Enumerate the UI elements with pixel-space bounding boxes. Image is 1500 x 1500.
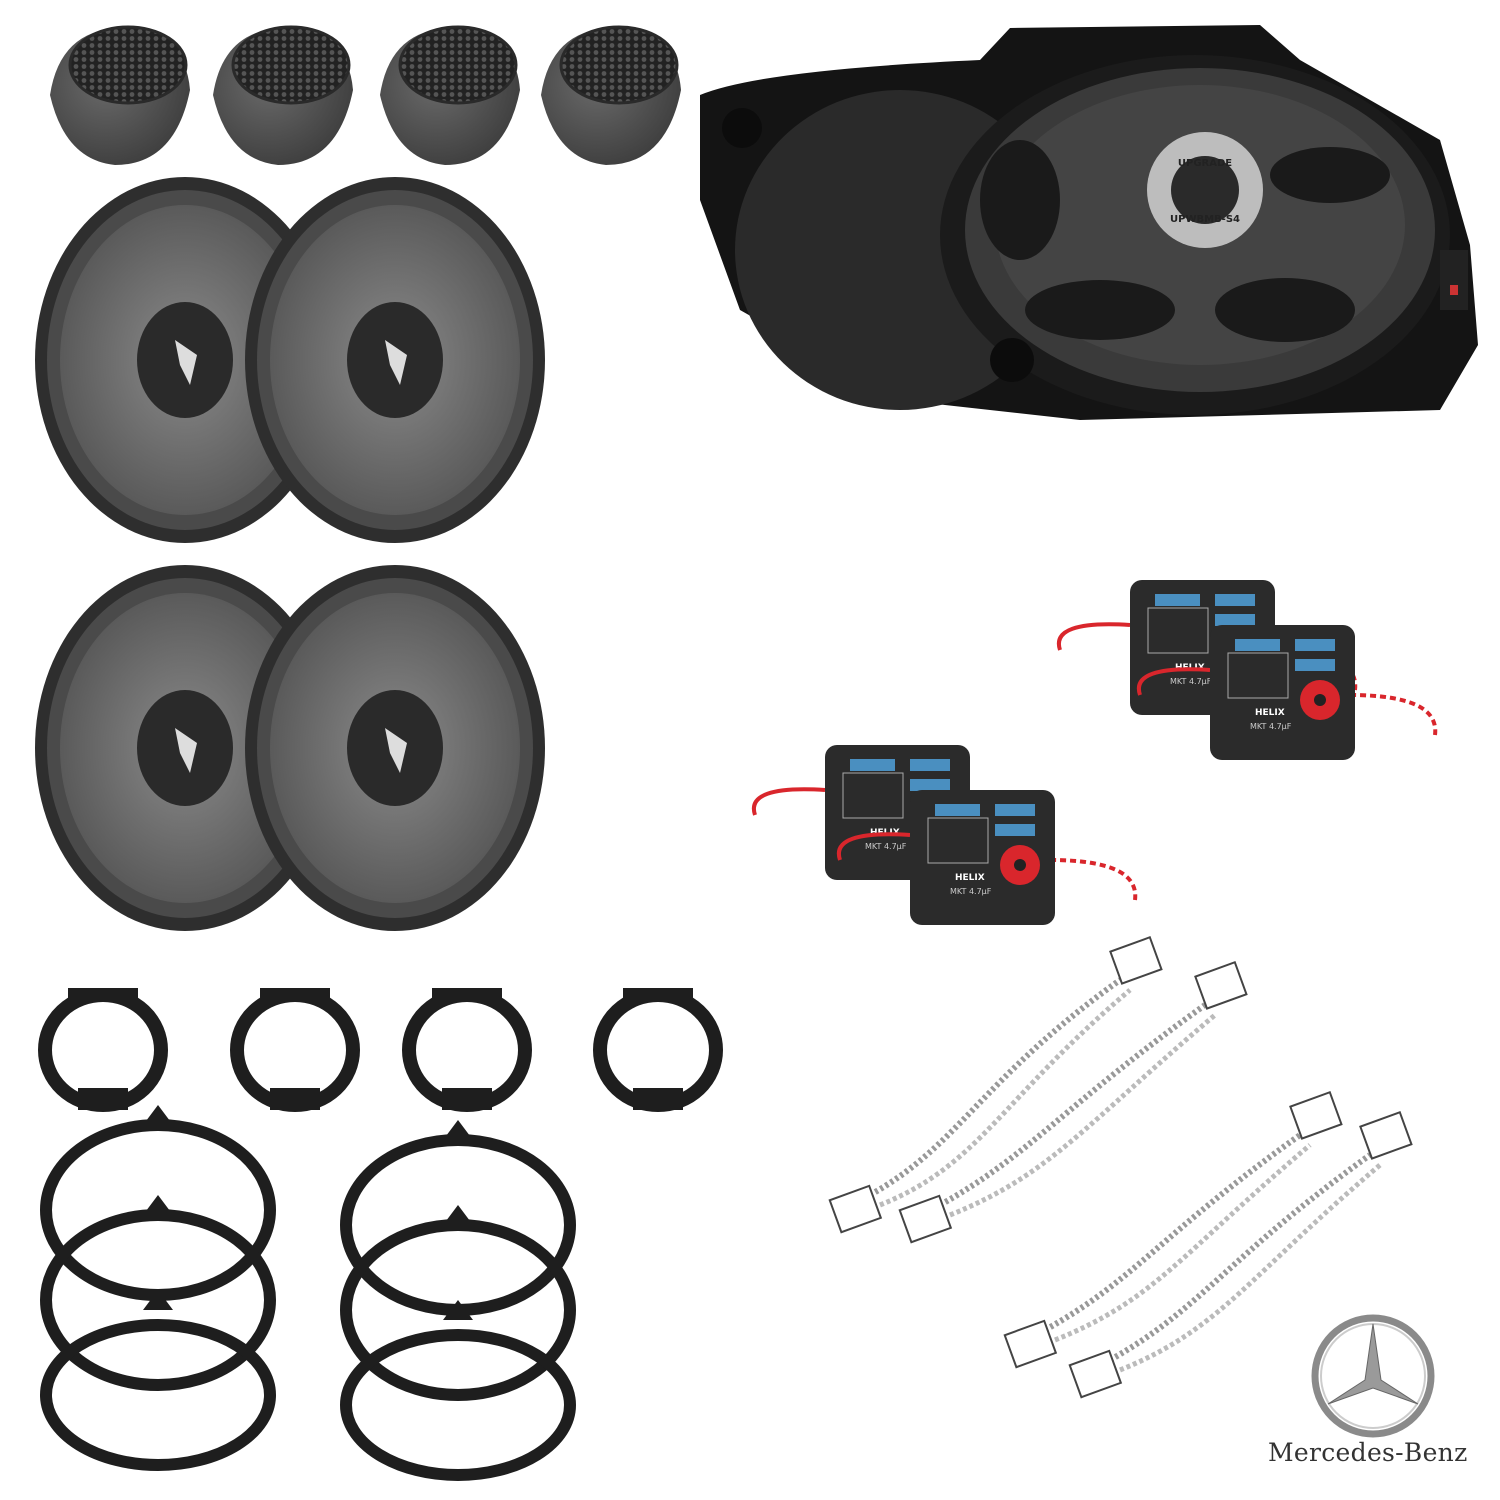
- crossover-brand-label: HELIX: [1255, 708, 1285, 718]
- speaker-mounting-ring: [40, 1290, 276, 1471]
- speaker-mounting-ring: [340, 1205, 576, 1401]
- crossover-capacitor-label: MKT 4.7µF: [865, 842, 907, 851]
- subwoofer-bottom-label: UPWBMB-S4: [1170, 214, 1240, 225]
- tweeter-adapter-ring: [38, 988, 168, 1112]
- crossover-network: HELIX MKT 4.7µF: [836, 790, 1138, 925]
- wiring-harness-adapter: [1003, 1090, 1343, 1369]
- crossover-capacitor-label: MKT 4.7µF: [950, 887, 992, 896]
- speaker-mounting-ring: [340, 1300, 576, 1481]
- tweeter-adapter-ring: [402, 988, 532, 1112]
- crossover-capacitor-label: MKT 4.7µF: [1170, 677, 1212, 686]
- wiring-harness-adapter: [828, 935, 1163, 1234]
- tweeter: [213, 25, 353, 165]
- tweeter-adapter-ring: [593, 988, 723, 1112]
- brand-logo-icon: [175, 728, 197, 773]
- midrange-woofer: [245, 177, 545, 543]
- tweeter: [380, 25, 520, 165]
- subwoofer-top-label: UPGRADE: [1178, 158, 1232, 169]
- midrange-woofer: [35, 565, 335, 931]
- tweeter: [541, 25, 681, 165]
- crossover-capacitor-label: MKT 4.7µF: [1250, 722, 1292, 731]
- brand-logo-icon: [385, 728, 407, 773]
- midrange-woofer: [35, 177, 335, 543]
- wiring-harness-adapter: [1068, 1110, 1413, 1399]
- brand-logo-icon: [385, 340, 407, 385]
- midrange-woofer: [245, 565, 545, 931]
- mercedes-benz-wordmark: Mercedes-Benz: [1268, 1438, 1468, 1467]
- mercedes-star-logo: [1311, 1314, 1435, 1438]
- crossover-network: HELIX MKT 4.7µF: [1136, 625, 1438, 760]
- crossover-brand-label: HELIX: [955, 873, 985, 883]
- wiring-harness-adapter: [898, 960, 1248, 1244]
- tweeter: [50, 25, 190, 165]
- tweeter-adapter-ring: [230, 988, 360, 1112]
- speaker-mounting-ring: [40, 1195, 276, 1391]
- subwoofer-enclosure: UPGRADE UPWBMB-S4: [700, 25, 1478, 420]
- brand-logo-icon: [175, 340, 197, 385]
